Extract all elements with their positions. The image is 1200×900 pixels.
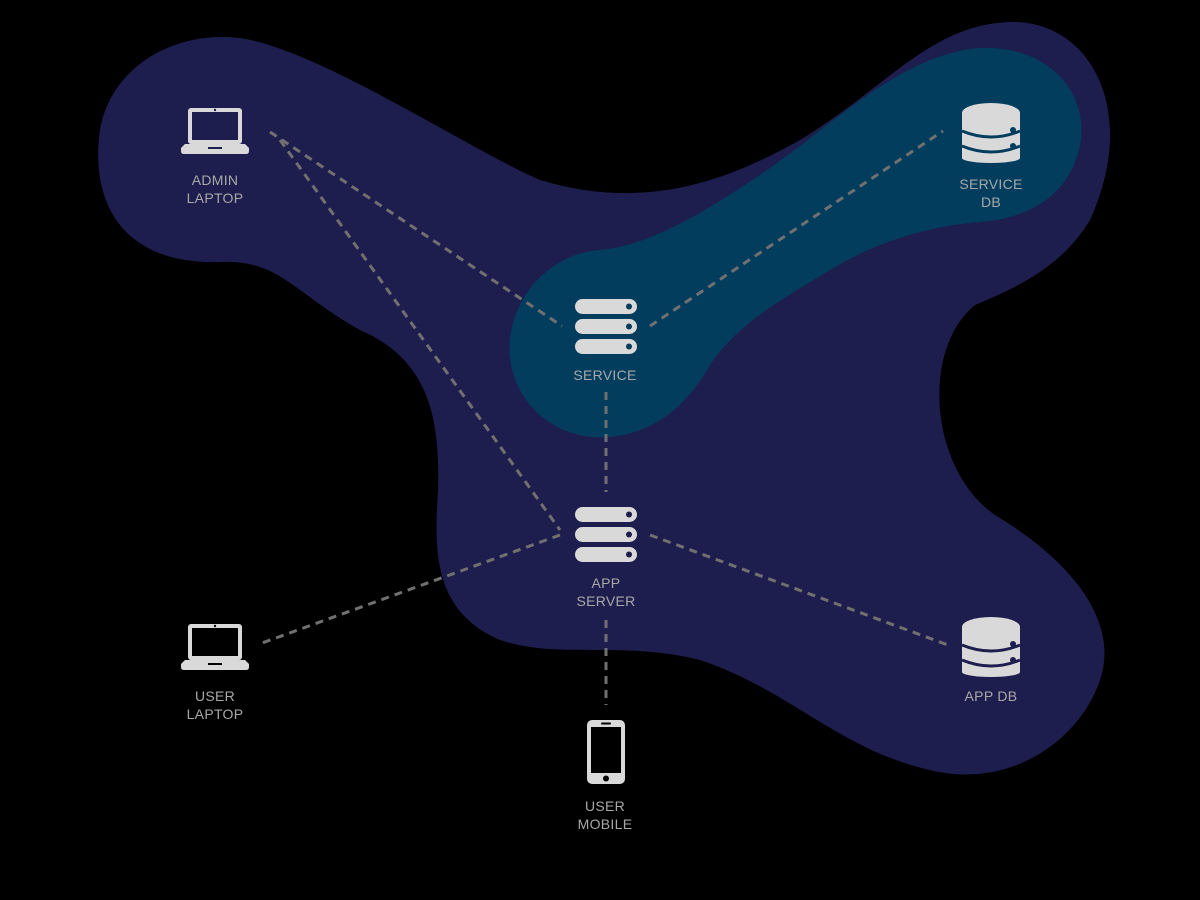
link-app-server-to-user-laptop (261, 533, 561, 645)
label-line: LAPTOP (186, 190, 244, 206)
label-line: DB (980, 194, 1002, 210)
label-app-db: APP DB (911, 687, 1071, 705)
node-service[interactable] (575, 299, 637, 354)
label-line: ADMIN (191, 172, 239, 188)
node-user-laptop[interactable] (181, 624, 249, 670)
label-line: APP (591, 575, 621, 591)
server-icon (575, 507, 637, 562)
label-user-mobile: USER MOBILE (525, 797, 685, 833)
label-line: SERVICE (959, 176, 1023, 192)
mobile-icon (587, 720, 625, 784)
node-service-db[interactable] (961, 103, 1021, 163)
laptop-icon (181, 108, 249, 154)
database-icon (961, 617, 1021, 677)
label-line: SERVER (576, 593, 636, 609)
node-app-server[interactable] (575, 507, 637, 562)
laptop-icon (181, 624, 249, 670)
label-app-server: APP SERVER (526, 574, 686, 610)
label-service-db: SERVICE DB (911, 175, 1071, 211)
link-app-server-to-app-db (649, 533, 949, 647)
label-line: USER (194, 688, 236, 704)
label-service: SERVICE (525, 366, 685, 384)
label-line: LAPTOP (186, 706, 244, 722)
label-line: MOBILE (577, 816, 633, 832)
inner-zone (509, 47, 1082, 438)
database-icon (961, 103, 1021, 163)
label-line: USER (584, 798, 626, 814)
node-app-db[interactable] (961, 617, 1021, 677)
link-admin-laptop-to-app-server (278, 139, 562, 531)
label-line: SERVICE (573, 367, 637, 383)
link-admin-laptop-to-service (269, 130, 563, 328)
server-icon (575, 299, 637, 354)
links-layer (261, 129, 949, 705)
node-admin-laptop[interactable] (181, 108, 249, 154)
label-line: APP DB (964, 688, 1018, 704)
label-user-laptop: USER LAPTOP (135, 687, 295, 723)
link-service-to-service-db (649, 129, 944, 328)
label-admin-laptop: ADMIN LAPTOP (135, 171, 295, 207)
node-user-mobile[interactable] (587, 720, 625, 784)
